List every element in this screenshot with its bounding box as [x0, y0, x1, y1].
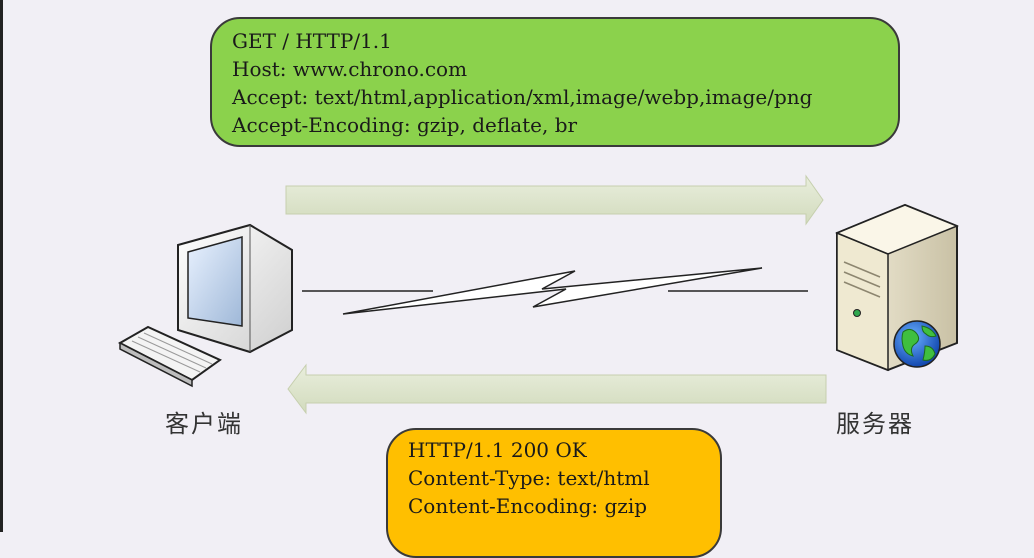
window-edge	[0, 0, 3, 532]
network-link	[302, 267, 808, 315]
http-diagram: GET / HTTP/1.1 Host: www.chrono.com Acce…	[0, 0, 959, 558]
server-label: 服务器	[836, 410, 914, 438]
request-line: GET / HTTP/1.1	[232, 29, 392, 53]
response-header-content-type: Content-Type: text/html	[408, 466, 650, 490]
diagram-graphics	[117, 174, 959, 415]
request-header-accept-encoding: Accept-Encoding: gzip, deflate, br	[232, 113, 578, 137]
response-status-line: HTTP/1.1 200 OK	[408, 438, 587, 462]
desktop-computer-icon	[117, 223, 293, 388]
response-header-content-encoding: Content-Encoding: gzip	[408, 494, 648, 518]
request-header-host: Host: www.chrono.com	[232, 57, 468, 81]
response-arrow	[287, 363, 827, 415]
globe-icon	[893, 320, 941, 368]
client-label: 客户端	[165, 410, 243, 438]
http-request-box: GET / HTTP/1.1 Host: www.chrono.com Acce…	[210, 17, 900, 147]
http-response-box: HTTP/1.1 200 OK Content-Type: text/html …	[386, 428, 722, 558]
request-arrow	[285, 174, 824, 226]
request-header-accept: Accept: text/html,application/xml,image/…	[232, 85, 813, 109]
